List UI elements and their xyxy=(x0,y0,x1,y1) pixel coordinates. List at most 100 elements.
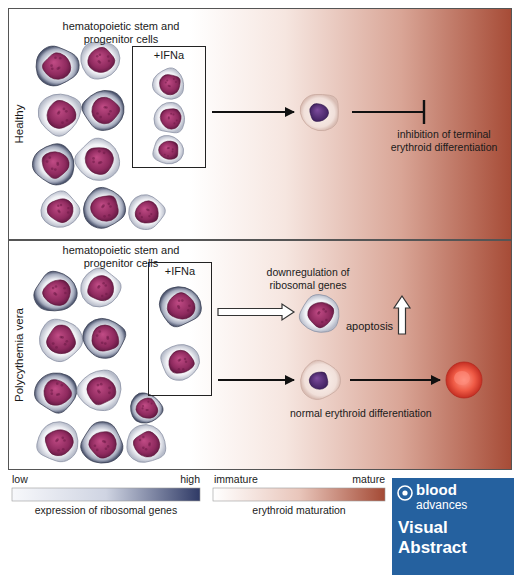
cell-nucleus xyxy=(308,302,334,327)
chromatin-spot xyxy=(97,384,100,387)
chromatin-spot xyxy=(178,368,180,370)
cell-cytoplasm xyxy=(300,94,338,130)
legend-gradient xyxy=(213,488,385,501)
chromatin-spot xyxy=(145,448,148,451)
cell-nucleus xyxy=(160,109,181,129)
chromatin-spot xyxy=(55,440,58,443)
chromatin-spot xyxy=(64,292,67,295)
cell-nucleus xyxy=(42,280,70,306)
cell-illustration xyxy=(39,319,82,361)
chromatin-spot xyxy=(94,444,97,447)
cell-cytoplasm xyxy=(41,191,80,227)
legend-caption: expression of ribosomal genes xyxy=(12,504,200,517)
chromatin-spot xyxy=(325,310,328,313)
cell-nucleus xyxy=(47,199,73,223)
chromatin-spot xyxy=(59,57,62,60)
cell-cytoplasm xyxy=(39,319,82,361)
cell-cytoplasm xyxy=(34,271,77,311)
chromatin-spot xyxy=(98,391,101,394)
node-text: normal erythroid differentiation xyxy=(290,407,466,420)
logo-icon-dot xyxy=(402,490,407,495)
cell-nucleus xyxy=(42,53,70,80)
legend-end-label: high xyxy=(160,473,200,486)
chromatin-spot xyxy=(166,80,168,82)
chromatin-spot xyxy=(61,121,64,124)
chromatin-spot xyxy=(99,61,102,64)
chromatin-spot xyxy=(148,215,150,217)
chromatin-spot xyxy=(98,150,101,153)
cell-cytoplasm xyxy=(152,68,183,99)
chromatin-spot xyxy=(172,148,174,150)
cell-cytoplasm xyxy=(81,268,121,307)
chromatin-spot xyxy=(150,213,152,215)
cell-illustration xyxy=(75,138,120,180)
chromatin-spot xyxy=(185,361,187,363)
cell-nucleus xyxy=(89,432,117,459)
chromatin-spot xyxy=(101,206,104,209)
chromatin-spot xyxy=(61,437,64,440)
cell-cytoplasm xyxy=(81,422,123,463)
panel-title: Polycythemia vera xyxy=(13,240,27,470)
cell-illustration xyxy=(34,271,77,311)
chromatin-spot xyxy=(108,60,111,63)
condition-panel: Healthyhematopoietic stem and progenitor… xyxy=(8,8,512,240)
cell-illustration xyxy=(83,318,126,358)
chromatin-spot xyxy=(151,403,153,405)
cell-nucleus xyxy=(310,104,329,122)
chromatin-spot xyxy=(108,113,111,116)
chromatin-spot xyxy=(63,287,66,290)
treatment-box: +IFNa xyxy=(132,46,206,168)
cell-cytoplasm xyxy=(299,295,339,333)
chromatin-spot xyxy=(52,287,55,290)
chromatin-spot xyxy=(109,110,112,113)
cell-illustration xyxy=(82,90,124,130)
chromatin-spot xyxy=(187,309,190,312)
cell-illustration xyxy=(77,370,121,411)
chromatin-spot xyxy=(103,151,106,154)
cell-nucleus xyxy=(47,100,76,128)
chromatin-spot xyxy=(106,336,109,339)
chromatin-spot xyxy=(92,157,95,160)
legend-caption: erythroid maturation xyxy=(213,504,385,517)
logo-text: Visual Abstract xyxy=(398,518,488,557)
chromatin-spot xyxy=(104,106,107,109)
cell-nucleus xyxy=(88,47,115,72)
chromatin-spot xyxy=(105,447,108,450)
chromatin-spot xyxy=(170,113,172,115)
chromatin-spot xyxy=(317,312,320,315)
chromatin-spot xyxy=(178,306,181,309)
cell-illustration xyxy=(81,268,121,307)
chromatin-spot xyxy=(108,391,111,394)
chromatin-spot xyxy=(56,382,59,385)
chromatin-spot xyxy=(184,358,186,360)
cell-nucleus xyxy=(87,377,116,405)
chromatin-spot xyxy=(175,81,177,83)
chromatin-spot xyxy=(107,445,110,448)
chromatin-spot xyxy=(65,340,68,343)
legend-end-label: low xyxy=(12,473,52,486)
apoptosis-arrow xyxy=(394,296,410,334)
chromatin-spot xyxy=(172,114,174,116)
chromatin-spot xyxy=(178,359,180,361)
chromatin-spot xyxy=(57,205,59,207)
chromatin-spot xyxy=(108,214,111,217)
cell-nucleus xyxy=(92,325,119,351)
chromatin-spot xyxy=(172,151,174,153)
cell-illustration xyxy=(159,287,201,327)
cell-illustration xyxy=(83,187,125,228)
node-text: apoptosis xyxy=(346,320,402,333)
chromatin-spot xyxy=(50,64,53,67)
cell-cytoplasm xyxy=(83,318,126,358)
node-text: inhibition of terminal erythroid differe… xyxy=(378,128,510,153)
chromatin-spot xyxy=(64,343,67,346)
chromatin-spot xyxy=(146,208,148,210)
chromatin-spot xyxy=(142,436,145,439)
cell-nucleus xyxy=(88,276,114,301)
cell-outcome: inhibition of terminal erythroid differe… xyxy=(298,86,510,170)
logo-text: advances xyxy=(416,498,506,512)
chromatin-spot xyxy=(164,154,166,156)
chromatin-spot xyxy=(58,211,60,213)
cell-illustration xyxy=(127,425,166,463)
cell-cytoplasm xyxy=(154,102,185,132)
chromatin-spot xyxy=(99,116,102,119)
